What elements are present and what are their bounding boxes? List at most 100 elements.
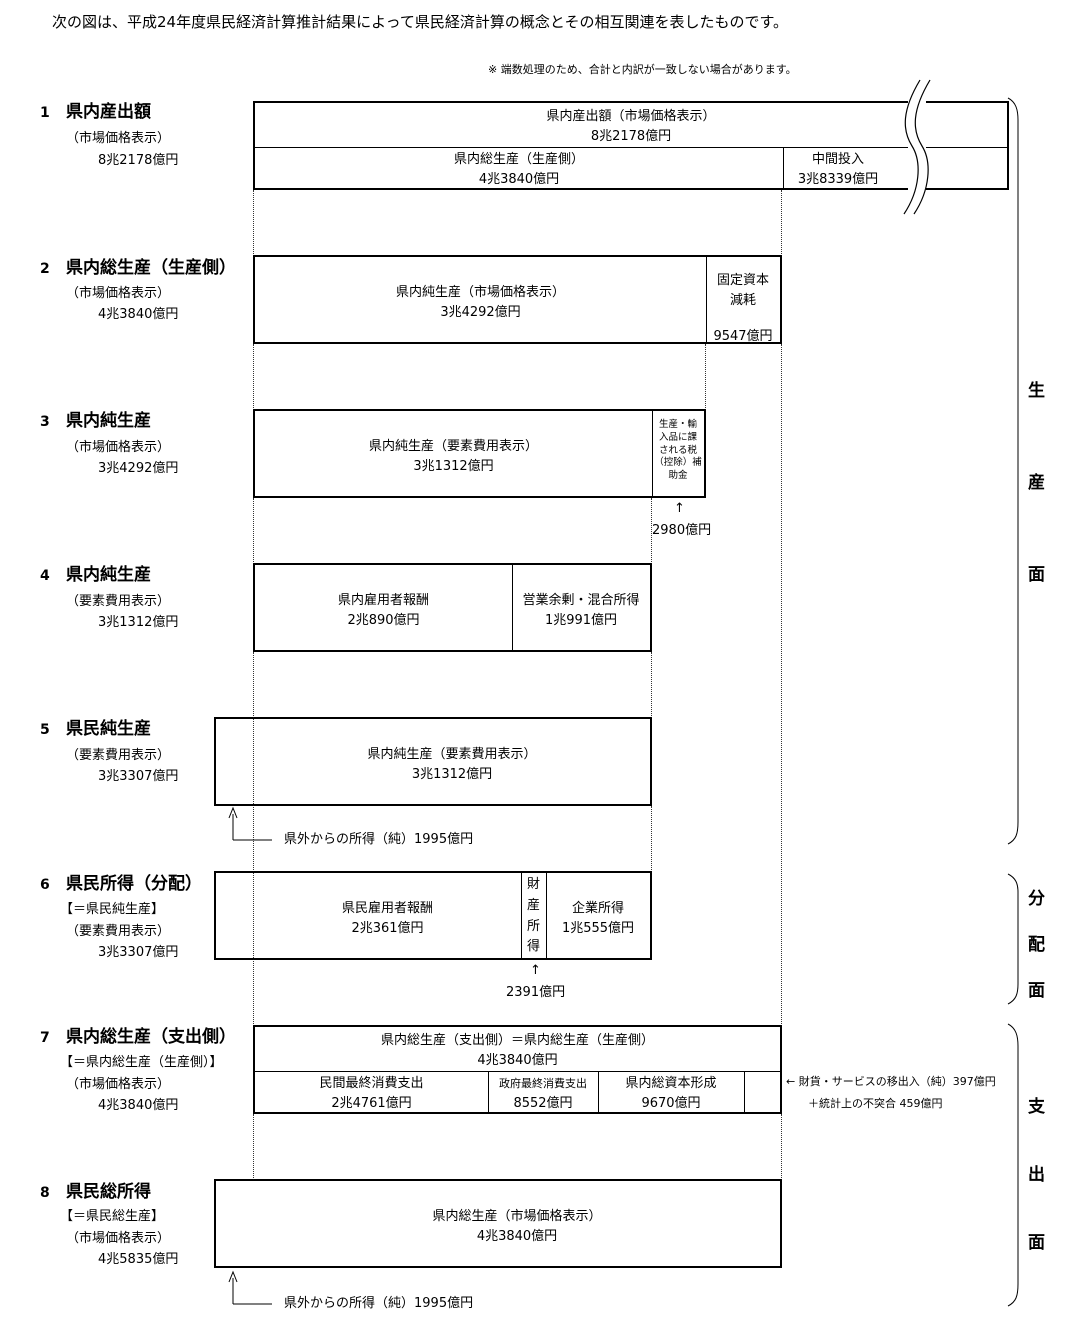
cell-enterprise-income: 企業所得 1兆555億円 [546,873,650,958]
divider [255,1071,780,1072]
side-label-expenditure: 支 [1028,1097,1045,1117]
cell-gdp-expenditure: 県内総生産（支出側）＝県内総生産（生産側）4兆3840億円 [255,1027,780,1071]
cell-label: 県内総生産（支出側）＝県内総生産（生産側） [380,1033,654,1048]
cell-line: （控除）補 [654,457,702,469]
cell-char: 所 [526,918,540,934]
guide-line [651,652,652,718]
up-arrow: ↑ [530,963,541,978]
side-label-distribution: 分 [1028,889,1045,909]
cell-ndp-factor: 県内純生産（要素費用表示） 3兆1312億円 [255,411,652,496]
guide-line [705,344,706,410]
cell-depreciation: 固定資本減耗 9547億円 [706,257,780,344]
divider [255,147,1007,148]
cell-line: 入品に課 [658,431,697,443]
cell-line: 助金 [668,470,688,482]
cell-output: 県内産出額（市場価格表示）8兆2178億円 [255,103,1007,147]
section-sub: （市場価格表示） [66,1077,171,1092]
cell-private-consumption: 民間最終消費支出 2兆4761億円 [255,1071,488,1112]
divider [652,411,653,496]
cell-label: 県内総生産（市場価格表示） [432,1209,602,1224]
divider [512,565,513,650]
cell-value: 4兆3840億円 [476,1229,558,1245]
section-sub: 【＝県民純生産】 [60,902,165,917]
section-sub: 3兆3307億円 [98,945,179,960]
side-label-distribution: 面 [1028,981,1045,1001]
cell-value: 9670億円 [641,1096,701,1112]
cell-line: される税 [658,444,697,456]
property-income-value: 2391億円 [506,985,566,1000]
section-sub: 8兆2178億円 [98,153,179,168]
section-sub: （市場価格表示） [66,286,171,301]
side-label-production: 産 [1028,473,1045,493]
box-output: 県内産出額（市場価格表示）8兆2178億円 県内総生産（生産側）4兆3840億円… [253,101,1009,190]
cell-value: 2兆4761億円 [331,1096,412,1112]
guide-line [781,190,782,256]
cell-label: 県内純生産（市場価格表示） [395,285,565,300]
cell-label: 営業余剰・混合所得 [522,593,640,608]
section-sub: （要素費用表示） [66,748,171,763]
section-sub: （市場価格表示） [66,131,171,146]
side-label-production: 生 [1028,381,1045,401]
cell-label: 県内産出額（市場価格表示） [546,109,716,124]
external-income-label: 県外からの所得（純）1995億円 [284,832,474,847]
cell-value: 4兆3840億円 [478,172,560,188]
cell-label: 県民雇用者報酬 [341,901,433,916]
cell-label: 民間最終消費支出 [319,1076,424,1091]
cell-value: 1兆555億円 [561,921,635,937]
cell-label: 県内総資本形成 [625,1076,717,1091]
cell-value: 2兆890億円 [347,613,420,629]
side-label-expenditure: 面 [1028,1233,1045,1253]
divider [521,873,522,958]
section-sub: （市場価格表示） [66,440,171,455]
section-title: 県内総生産（支出側） [66,1027,236,1047]
cell-label: 県内純生産（要素費用表示） [368,439,538,454]
cell-value: 2兆361億円 [351,921,424,937]
cell-label: 減耗 [729,293,756,309]
cell-label: 固定資本 [716,273,769,288]
section-number: 6 [40,877,50,893]
discrepancy-note: ＋統計上の不突合 459億円 [808,1097,943,1110]
cell-char: 得 [526,939,540,955]
box-gdp-production: 県内純生産（市場価格表示）3兆4292億円 固定資本減耗 9547億円 [253,255,782,344]
cell-property-income: 財 産 所 得 [521,873,546,958]
section-sub: 3兆4292億円 [98,461,179,476]
cell-label: 県内純生産（要素費用表示） [367,747,537,762]
cell-taxes-subsidies: 生産・輸 入品に課 される税 （控除）補 助金 [652,411,704,496]
cell-label: 政府最終消費支出 [499,1077,587,1090]
cell-gdp: 県内総生産（生産側）4兆3840億円 [255,147,783,188]
guide-line [651,498,652,564]
cell-line: 生産・輸 [658,419,697,430]
taxes-value: 2980億円 [652,523,712,538]
cell-ndp-market: 県内純生産（市場価格表示）3兆4292億円 [255,257,706,342]
section-number: 1 [40,105,50,121]
section-number: 7 [40,1030,50,1046]
section-sub: 【＝県内総生産（生産側）】 [60,1055,223,1070]
box-ndp-market: 県内純生産（要素費用表示） 3兆1312億円 生産・輸 入品に課 される税 （控除… [253,409,706,498]
section-title: 県内純生産 [66,411,151,431]
section-number: 5 [40,722,50,738]
section-number: 3 [40,414,50,430]
section-sub: 4兆3840億円 [98,1098,179,1113]
divider [706,257,707,342]
side-label-production: 面 [1028,565,1045,585]
section-sub: （市場価格表示） [66,1231,171,1246]
net-exports-note: ← 財貨・サービスの移出入（純）397億円 [786,1075,996,1088]
guide-line [781,344,782,1026]
section-sub: 3兆1312億円 [98,615,179,630]
section-title: 県内総生産（生産側） [66,258,236,278]
guide-line [253,1114,254,1180]
section-title: 県内産出額 [66,102,151,122]
cell-label: 企業所得 [571,901,624,916]
cell-value: 3兆1312億円 [413,459,494,475]
guide-line [253,498,254,564]
side-label-distribution: 配 [1028,935,1045,955]
cell-value: 3兆1312億円 [411,767,493,783]
